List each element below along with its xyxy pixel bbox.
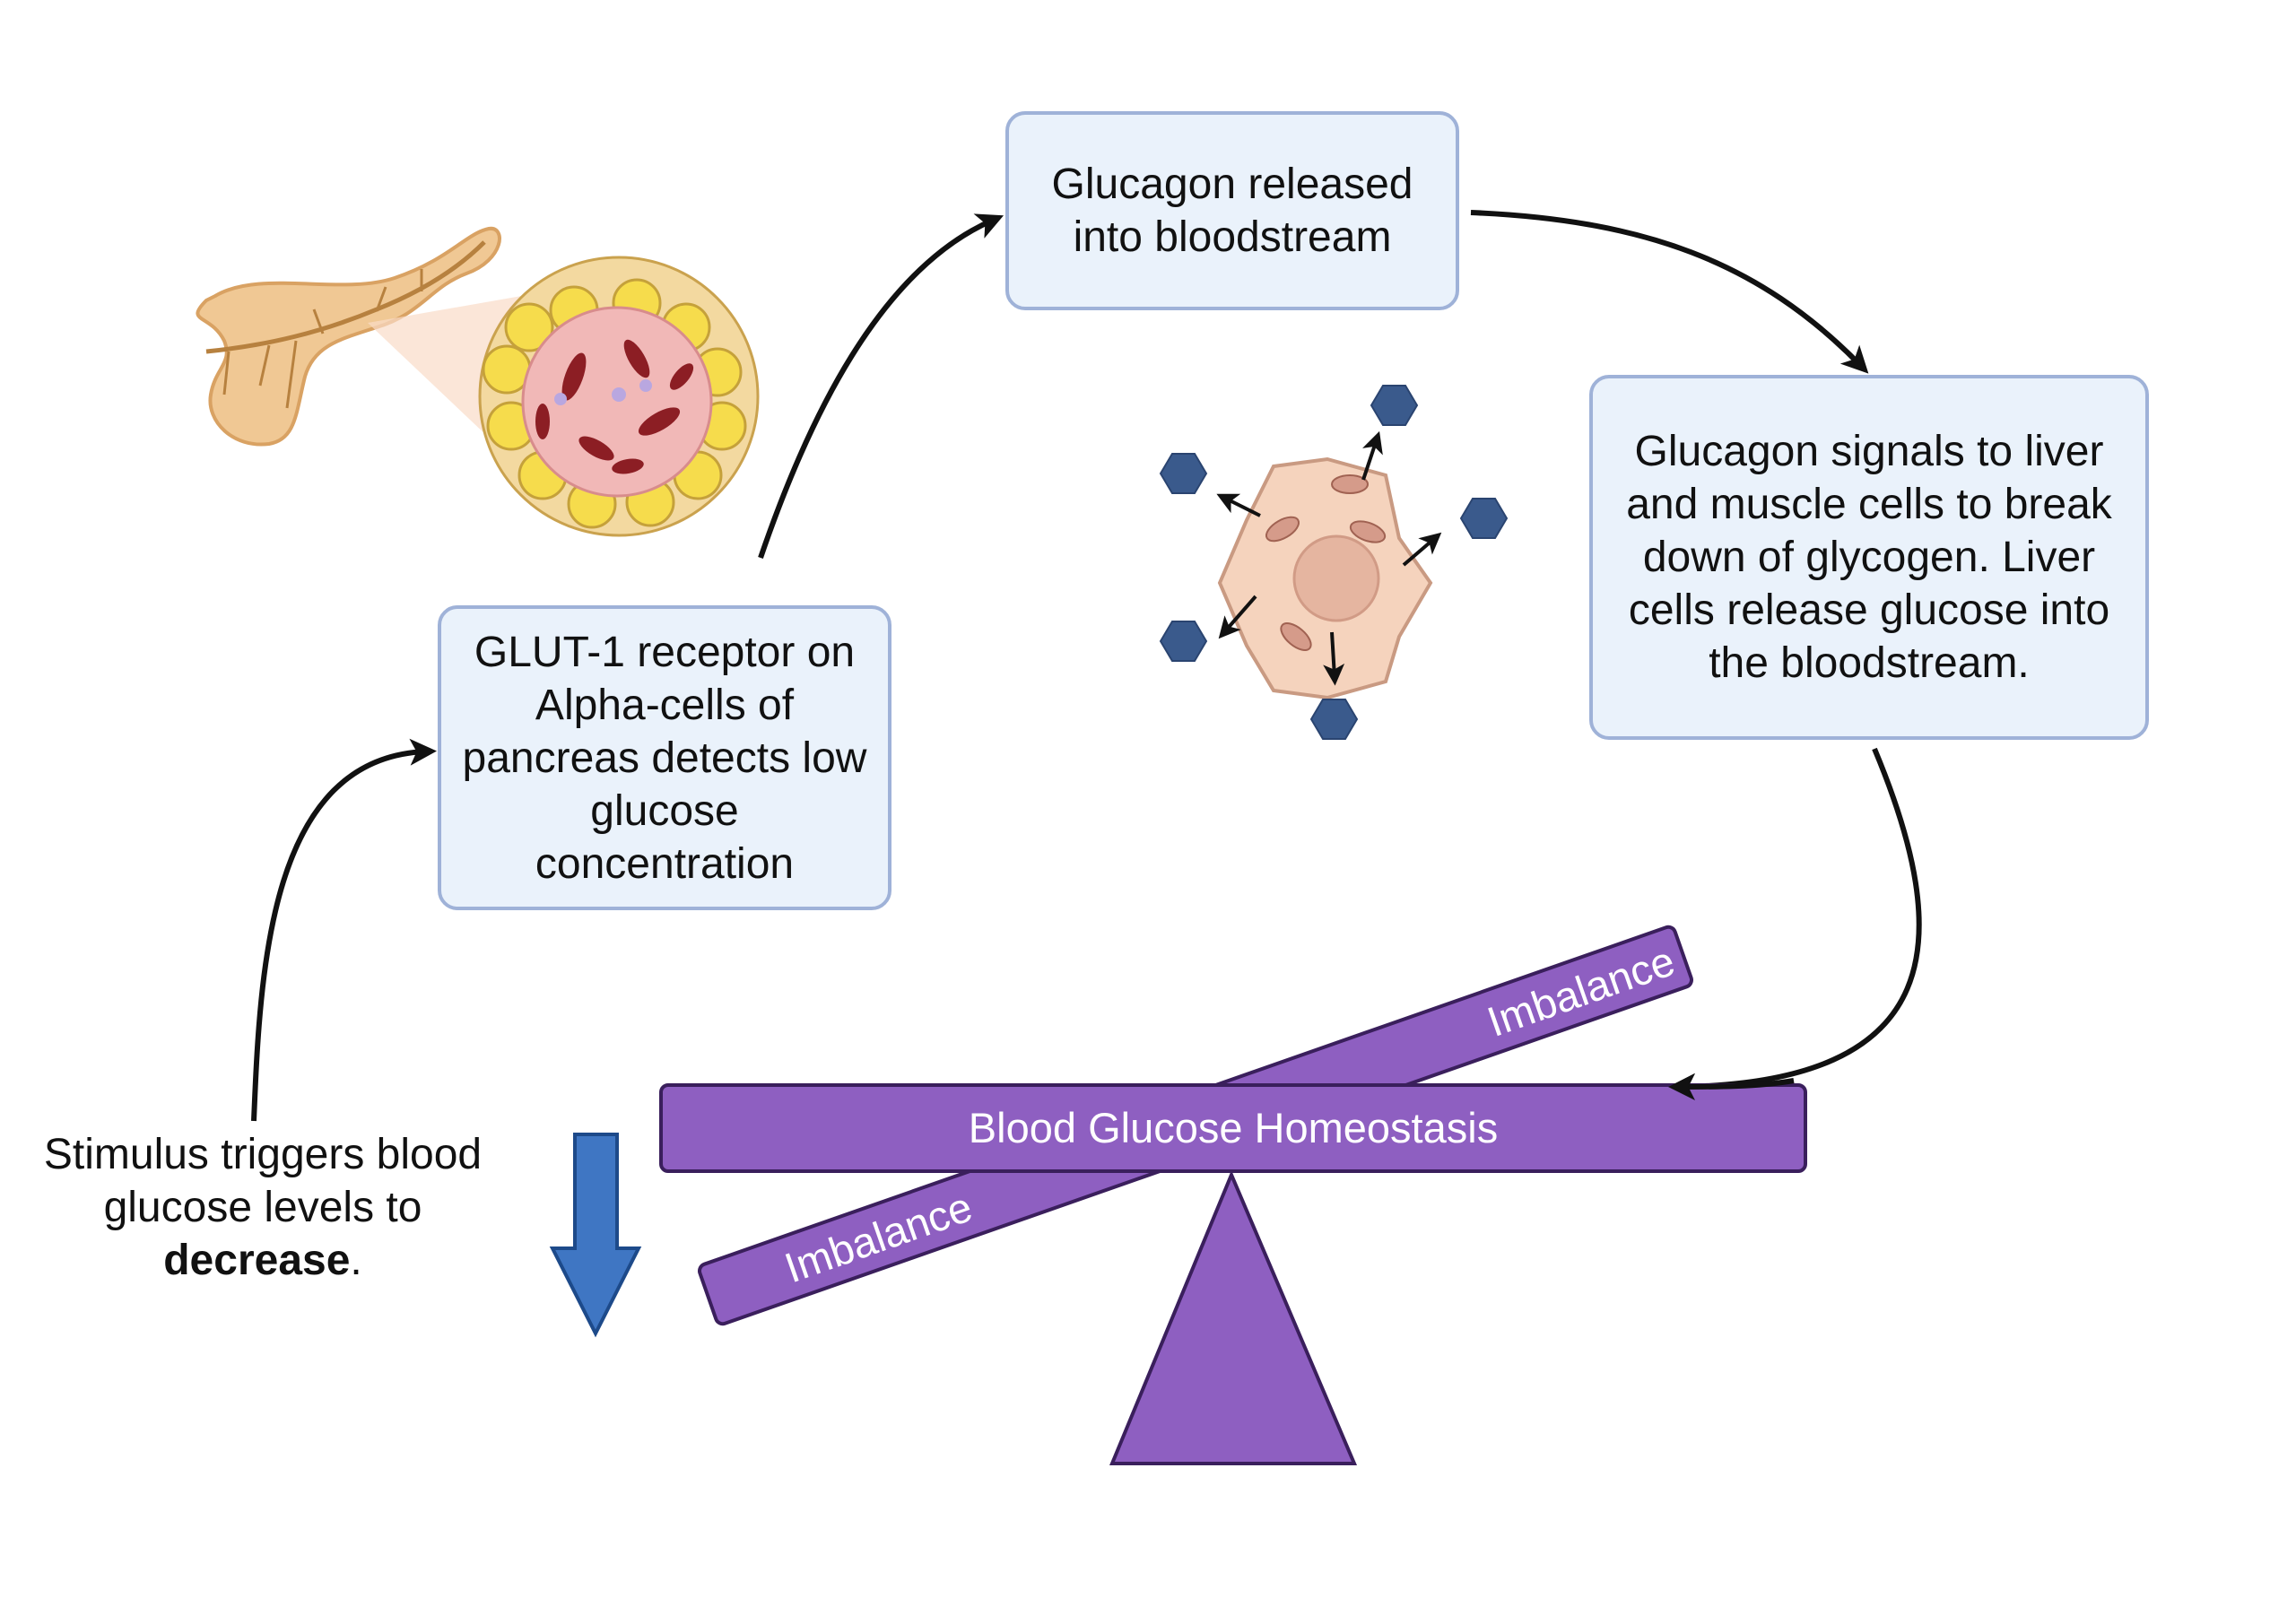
glut1-box: GLUT-1 receptor on Alpha-cells of pancre… <box>438 605 891 910</box>
imbalance-upper-label: Imbalance <box>1482 936 1681 1046</box>
islet-cells-icon <box>478 256 760 537</box>
seesaw-fulcrum <box>1109 1169 1358 1465</box>
glucagon-release-text: Glucagon released into bloodstream <box>1051 161 1413 261</box>
homeostasis-label: Blood Glucose Homeostasis <box>969 1104 1498 1151</box>
arrow-liver-to-homeostasis <box>1668 747 1922 1100</box>
down-arrow-icon <box>549 1133 642 1338</box>
homeostasis-beam: Blood Glucose Homeostasis <box>659 1083 1807 1173</box>
arrow-glut1-to-release <box>758 213 1004 559</box>
glucose-release-arrows <box>1216 430 1442 686</box>
glut1-text: GLUT-1 receptor on Alpha-cells of pancre… <box>462 628 867 888</box>
arrow-release-to-liver <box>1470 210 1869 374</box>
glucagon-release-box: Glucagon released into bloodstream <box>1005 111 1459 310</box>
stimulus-emphasis: decrease <box>163 1237 351 1284</box>
liver-signal-box: Glucagon signals to liver and muscle cel… <box>1589 375 2149 740</box>
stimulus-text: Stimulus triggers blood glucose levels t… <box>43 1128 483 1287</box>
imbalance-lower-label: Imbalance <box>778 1183 978 1292</box>
arrow-stimulus-to-glut1 <box>251 738 437 1122</box>
liver-cell-icon <box>1217 456 1433 700</box>
stimulus-prefix: Stimulus triggers blood glucose levels t… <box>43 1131 483 1231</box>
stimulus-suffix: . <box>350 1237 362 1284</box>
arrow-into-beam <box>1668 1073 1795 1100</box>
pancreas-icon <box>196 226 501 447</box>
glucose-molecule-icon <box>1159 385 1509 740</box>
liver-signal-text: Glucagon signals to liver and muscle cel… <box>1626 428 2112 687</box>
